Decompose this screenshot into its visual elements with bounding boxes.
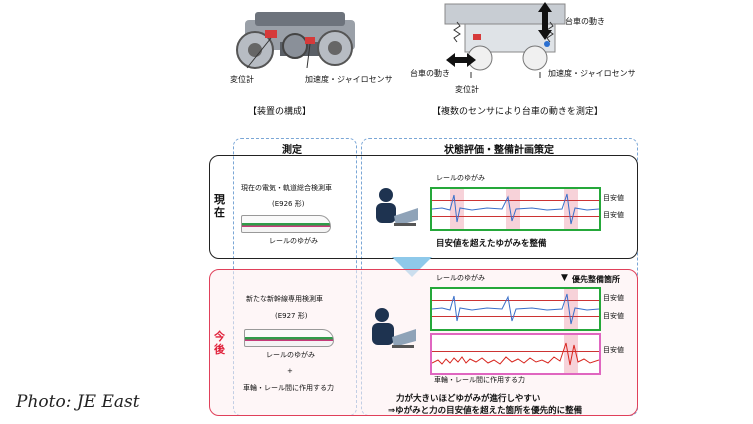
current-train-image [241,215,331,233]
priority-band [564,335,578,373]
current-rail-chart [430,187,601,231]
current-train-model: (E926 形) [272,200,305,208]
rail-wave-line [432,293,599,325]
measure-column-title: 測定 [282,145,302,156]
bogie-motion-label-top: 台車の動き [565,17,605,26]
future-result-line1: 力が大きいほどゆがみが進行しやすい [396,394,541,404]
sensor-label-right: 加速度・ジャイロセンサ [548,69,636,78]
displacement-label-right: 変位計 [455,85,479,94]
sensor-caption: 【複数のセンサにより台車の動きを測定】 [432,107,603,117]
device-caption: 【装置の構成】 [248,107,312,117]
priority-label: 優先整備箇所 [572,275,620,284]
force-chart-title: 車輪・レール間に作用する力 [434,376,525,384]
exceed-band [506,189,520,229]
future-measure-item: レールのゆがみ [266,351,315,359]
current-row-label: 現在 [214,193,225,219]
inspector-current-icon [370,186,420,232]
vertical-motion-arrow-icon [538,2,552,40]
future-train-image [244,329,334,347]
force-threshold-line [432,351,599,352]
future-threshold-lower-label: 目安値 [603,312,624,320]
future-measure-item-force: 車輪・レール間に作用する力 [243,384,334,392]
bogie-motion-label-left: 台車の動き [410,69,450,78]
plus-sign: + [287,367,293,375]
rail-wave-line [432,193,599,225]
force-chart [430,333,601,375]
current-measure-item: レールのゆがみ [269,237,318,245]
photo-credit: Photo: JE East [16,392,140,412]
upper-threshold-line [432,300,599,301]
inspector-future-icon [368,305,418,353]
upper-threshold-line [432,200,599,201]
future-chart-title: レールのゆがみ [436,274,485,282]
current-threshold-upper-label: 目安値 [603,194,624,202]
bogie-motion-diagram [415,0,575,80]
transition-arrow-icon [392,257,432,277]
exceed-band [450,189,464,229]
lower-threshold-line [432,316,599,317]
priority-marker-icon: ▼ [561,273,568,283]
current-chart-title: レールのゆがみ [436,174,485,182]
future-train-model: (E927 形) [275,312,308,320]
current-result-text: 目安値を超えたゆがみを整備 [436,239,547,249]
future-rail-chart [430,287,601,331]
force-wave-line [432,342,599,366]
displacement-label-left: 変位計 [230,75,254,84]
future-train-name: 新たな新幹線専用検測車 [246,295,323,303]
current-threshold-lower-label: 目安値 [603,211,624,219]
future-threshold-upper-label: 目安値 [603,294,624,302]
current-train-name: 現在の電気・軌道総合検測車 [241,184,332,192]
force-threshold-label: 目安値 [603,346,624,354]
horizontal-motion-arrow-icon [446,52,476,67]
future-result-line2: ⇒ゆがみと力の目安値を超えた箇所を優先的に整備 [388,406,583,416]
evaluate-column-title: 状態評価・整備計画策定 [444,145,554,156]
bogie-device-image [225,2,375,90]
future-row-label: 今後 [214,330,225,356]
sensor-label-left: 加速度・ジャイロセンサ [305,75,393,84]
lower-threshold-line [432,216,599,217]
